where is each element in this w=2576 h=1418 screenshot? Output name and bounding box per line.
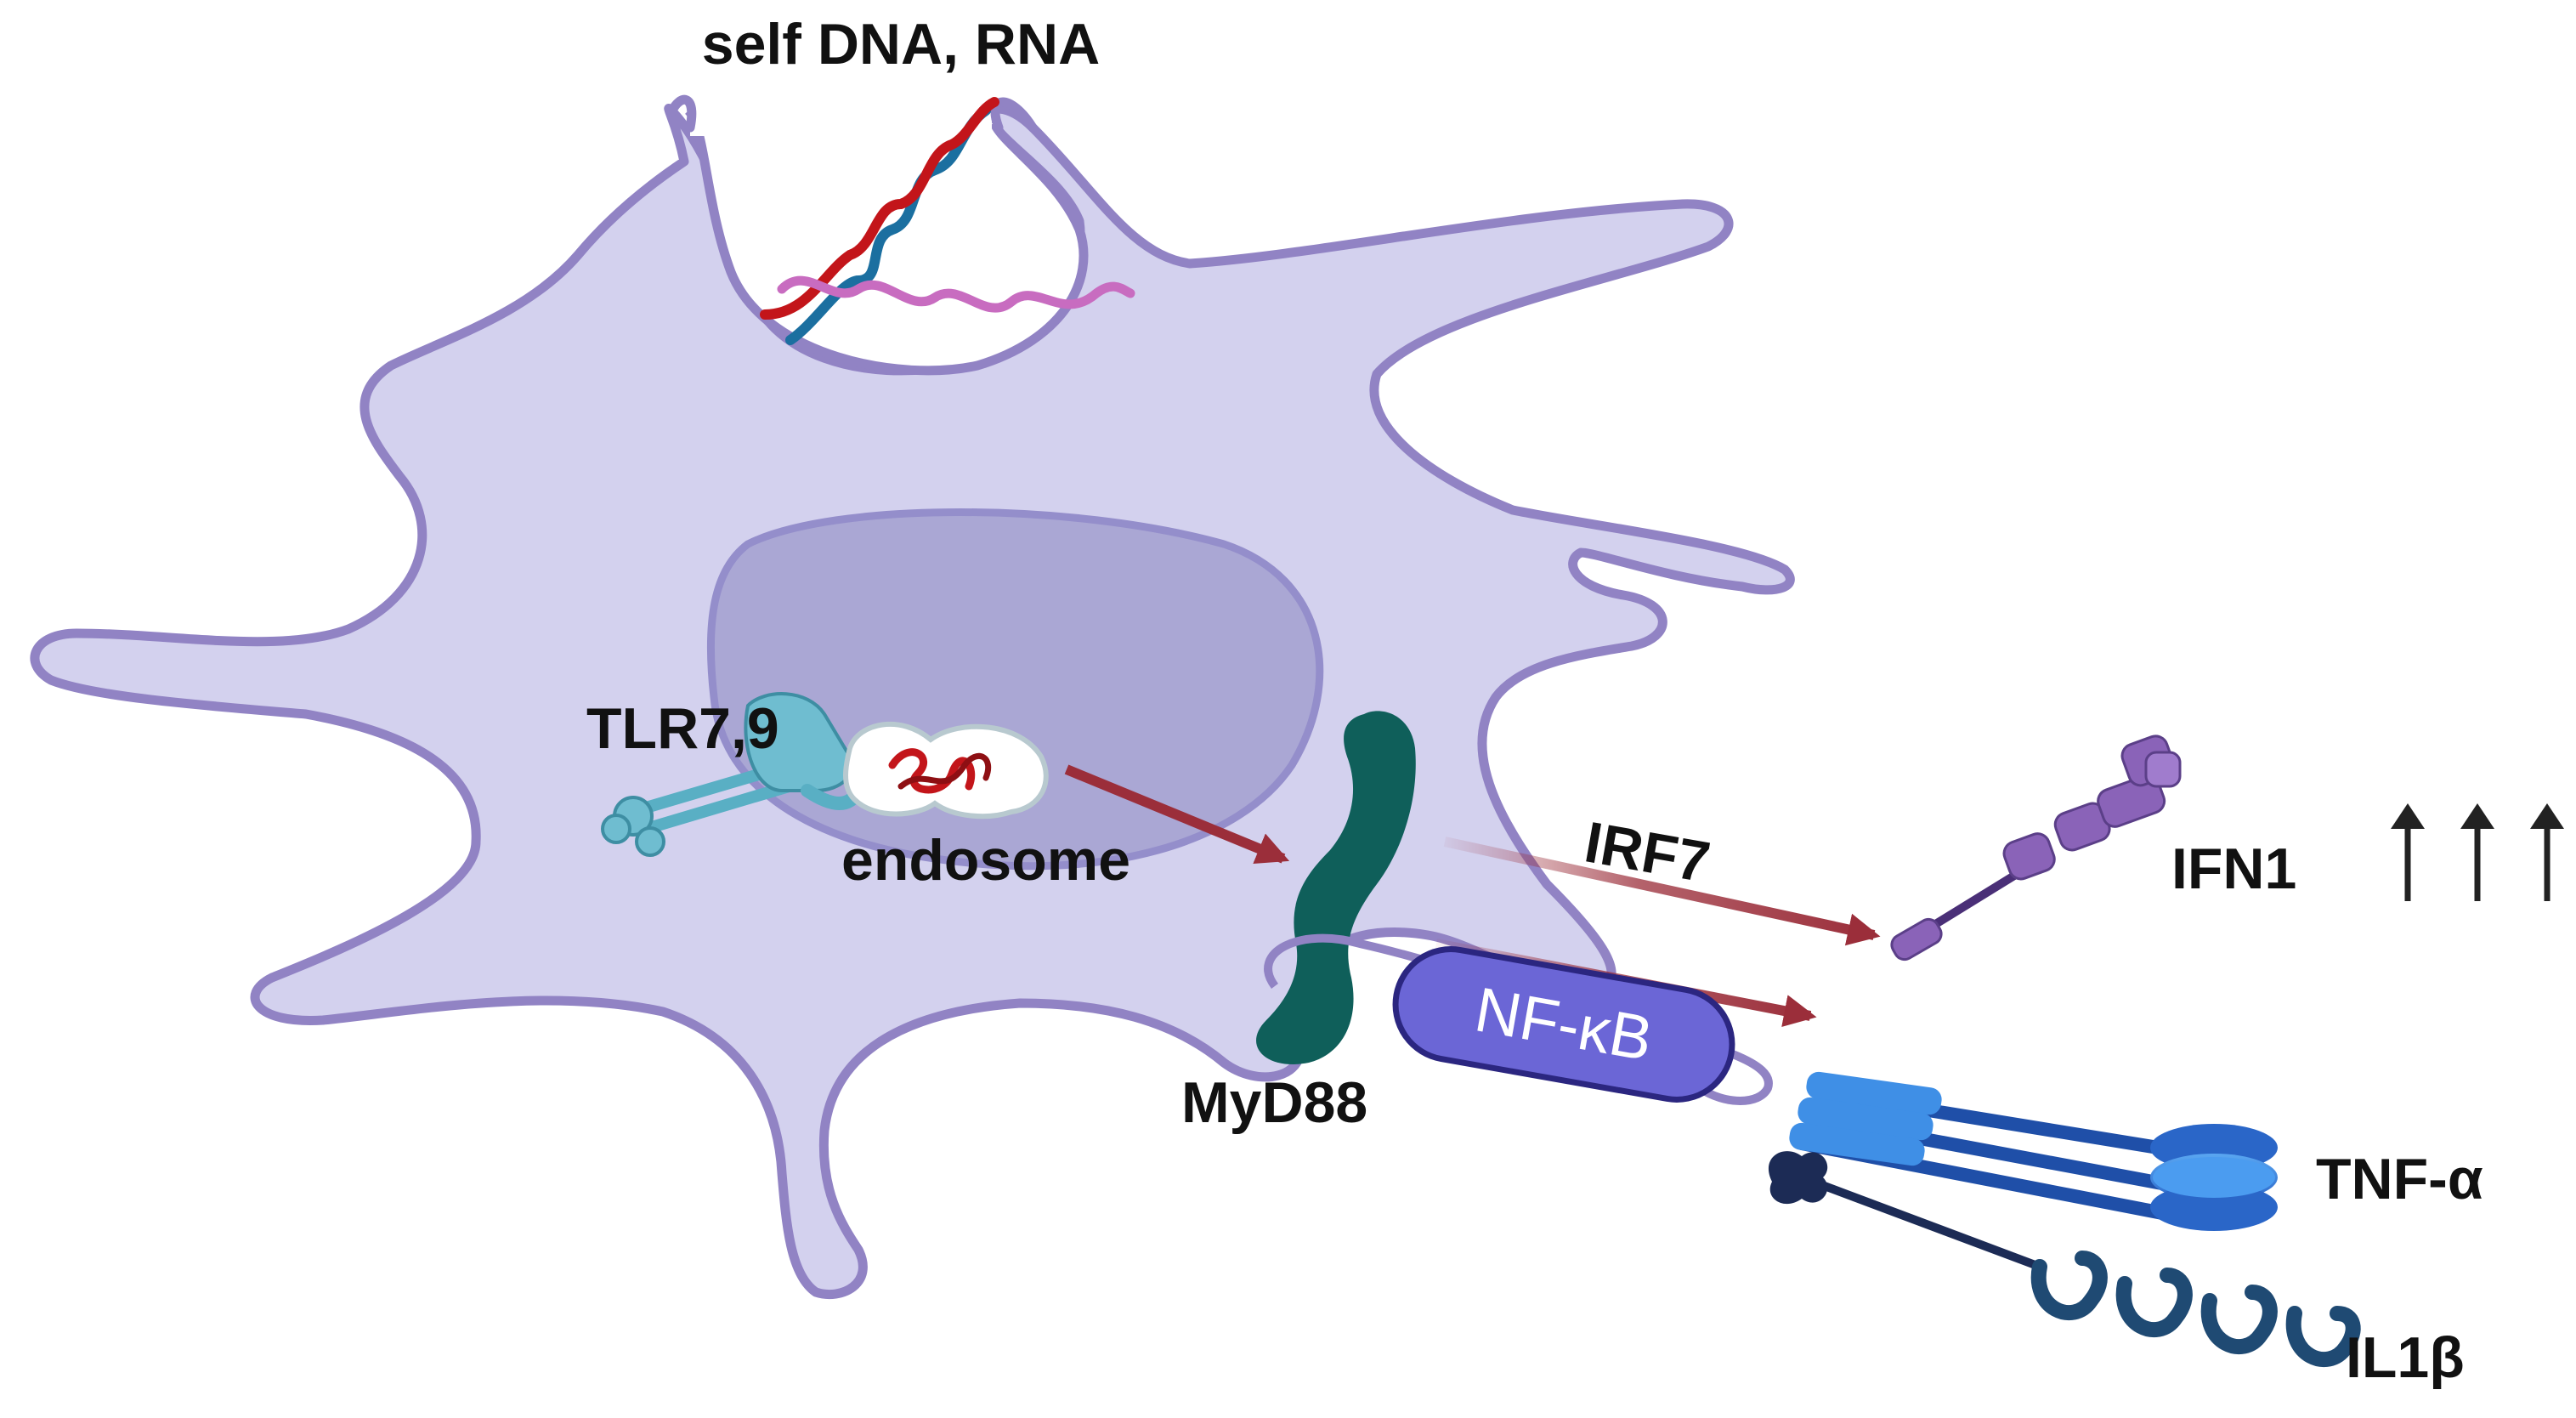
arrow-irf7 <box>1443 837 1881 946</box>
up-arrow-icon <box>2530 803 2564 901</box>
ifn1-cytokine-icon <box>1890 735 2182 961</box>
endosome-icon <box>843 721 1049 820</box>
dna-rna-icon <box>760 97 1135 345</box>
tnf-alpha-label: TNF-α <box>2316 1147 2483 1211</box>
nfkb-pill <box>1392 946 1735 1103</box>
up-arrow-icon <box>2391 803 2425 901</box>
il1b-icon <box>1768 1151 2361 1368</box>
ifn1-label: IFN1 <box>2171 837 2296 901</box>
il1b-label: IL1β <box>2346 1325 2465 1390</box>
irf7-label: IRF7 <box>1580 809 1714 894</box>
myd88-label: MyD88 <box>1181 1070 1367 1135</box>
endosome-label: endosome <box>841 828 1130 893</box>
tnf-alpha-icon <box>1789 1071 2278 1231</box>
up-arrow-icon <box>2460 803 2494 901</box>
pocket-opening <box>690 85 992 136</box>
dna-rna-label: self DNA, RNA <box>702 12 1101 77</box>
myd88-icon <box>1256 711 1416 1064</box>
nfkb-complex: NF-κB <box>1264 933 1773 1105</box>
tlr-label: TLR7,9 <box>586 696 779 761</box>
tlr-receptor-icon <box>601 692 865 857</box>
upregulation-arrows <box>2391 803 2564 901</box>
arrow-endosome-to-myd88 <box>1064 764 1290 865</box>
